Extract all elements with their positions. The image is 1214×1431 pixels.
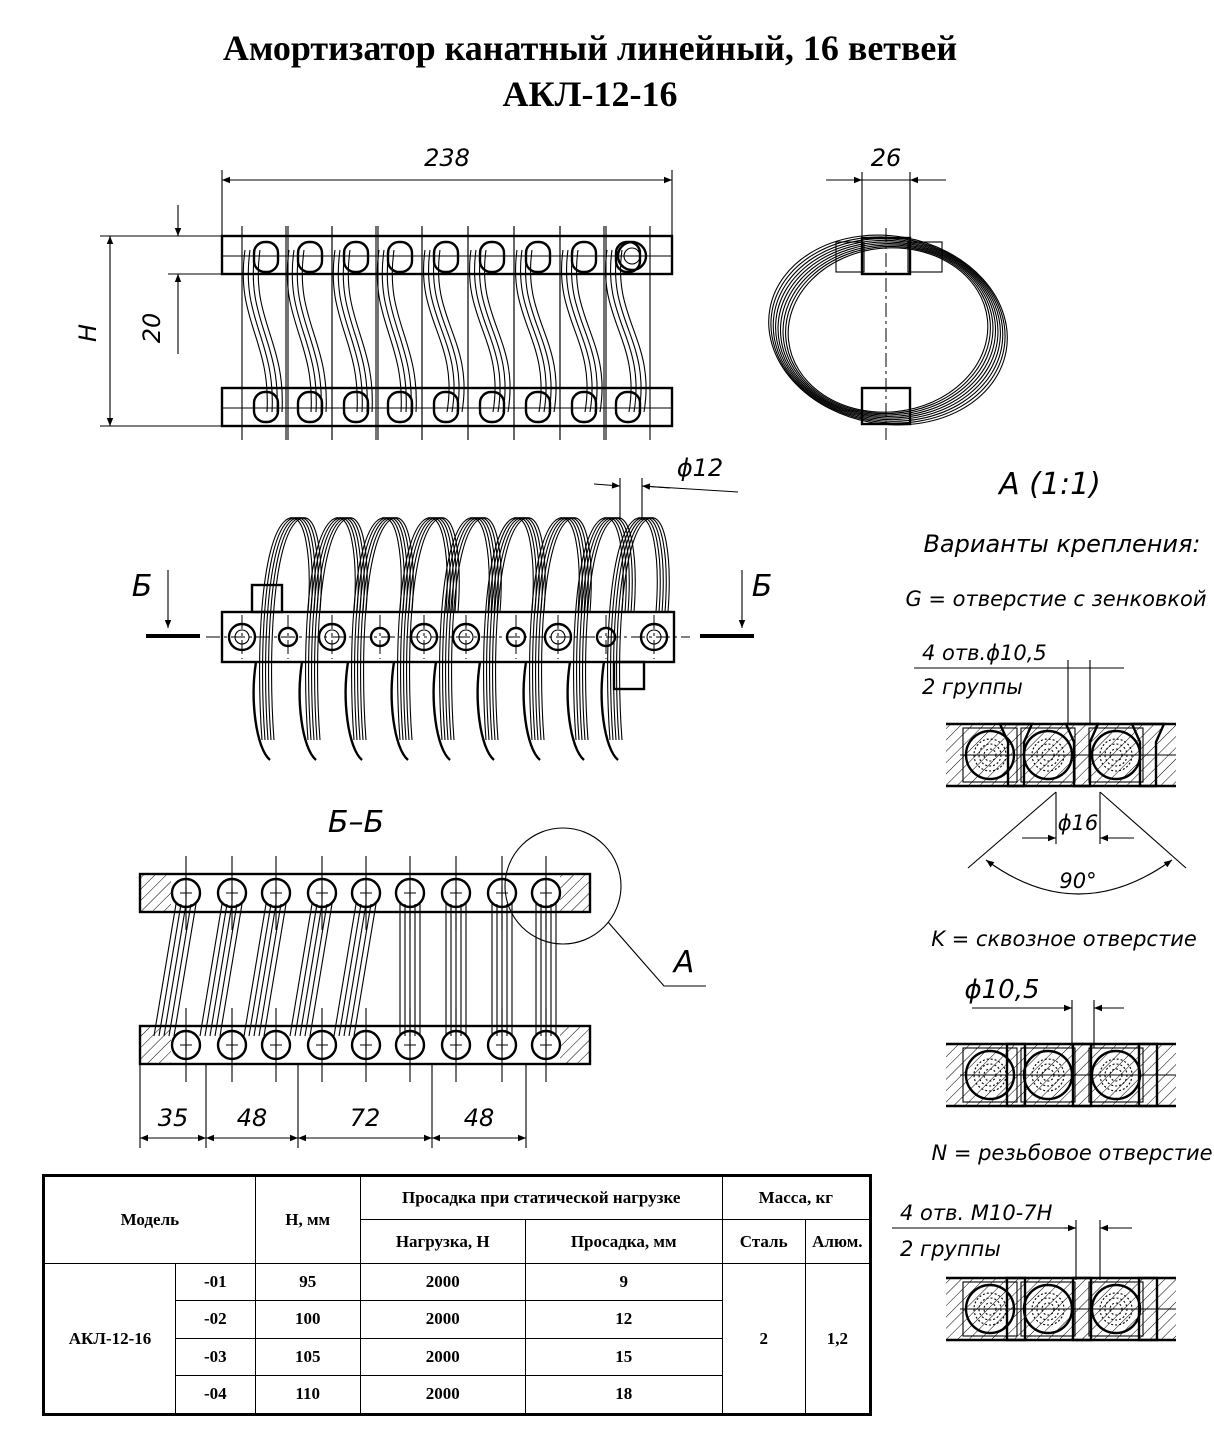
front-bottom-bar xyxy=(220,386,674,428)
table-row: -02 100 2000 12 xyxy=(44,1300,871,1339)
load-cell: 2000 xyxy=(359,1337,526,1376)
mass-alu-cell: 1,2 xyxy=(804,1263,872,1415)
drawing-model-code: АКЛ-12-16 xyxy=(502,74,678,114)
section-mark-right: Б xyxy=(752,569,773,604)
dim-width: 26 xyxy=(871,144,902,172)
detail-subtitle: Варианты крепления: xyxy=(923,530,1200,558)
section-dimensions: 35 48 72 48 xyxy=(139,1064,527,1148)
variant-g-caption: G = отверстие с зенковкой xyxy=(905,587,1206,611)
variant-g-holes: 4 отв.ϕ10,5 xyxy=(922,641,1047,665)
h-cell: 110 xyxy=(254,1374,361,1416)
section-dim-label: 72 xyxy=(350,1104,381,1132)
dim-overall-length: 238 xyxy=(424,144,470,172)
variant-k-plate xyxy=(946,1042,1176,1108)
table-row: -04 110 2000 18 xyxy=(44,1374,871,1416)
variant-g-groups: 2 группы xyxy=(922,675,1023,699)
sag-cell: 9 xyxy=(524,1262,723,1302)
suffix-cell: -02 xyxy=(175,1300,256,1339)
th-sag-group: Просадка при статической нагрузке xyxy=(359,1175,723,1220)
spec-table: Модель H, мм Просадка при статической на… xyxy=(42,1174,872,1416)
th-model: Модель xyxy=(43,1175,256,1264)
detail-callout-label: A xyxy=(672,945,695,980)
section-view: Б–Б A 35 48 72 48 xyxy=(138,805,706,1148)
mass-steel-cell: 2 xyxy=(721,1263,806,1415)
section-dim-label: 48 xyxy=(464,1104,495,1132)
section-dim-label: 48 xyxy=(237,1104,268,1132)
wire-rope-section-icon xyxy=(964,729,1016,781)
drawing-title: Амортизатор канатный линейный, 16 ветвей xyxy=(222,28,958,68)
dim-bar-height: 20 xyxy=(138,313,166,344)
model-name-cell: АКЛ-12-16 xyxy=(43,1263,176,1415)
h-cell: 100 xyxy=(254,1300,361,1339)
detail-view: A (1:1) Варианты крепления: G = отверсти… xyxy=(892,467,1213,1342)
th-sag: Просадка, мм xyxy=(524,1219,723,1264)
variant-g-plate xyxy=(946,722,1176,788)
detail-callout-circle xyxy=(504,827,622,945)
top-view-holes xyxy=(227,615,669,659)
front-top-bar xyxy=(220,234,674,276)
section-top-bar xyxy=(138,872,592,914)
th-alu: Алюм. xyxy=(804,1219,872,1264)
variant-k-caption: K = сквозное отверстие xyxy=(931,927,1197,951)
table-row: -03 105 2000 15 xyxy=(44,1337,871,1376)
detail-title: A (1:1) xyxy=(997,467,1101,502)
load-cell: 2000 xyxy=(359,1374,526,1416)
table-row: АКЛ-12-16 -01 95 2000 9 2 1,2 xyxy=(43,1262,872,1415)
suffix-cell: -03 xyxy=(175,1337,256,1376)
dim-cable-diameter: ϕ12 xyxy=(677,454,723,482)
screw-head-icon xyxy=(616,240,648,272)
variant-g-angle: 90° xyxy=(1059,869,1096,893)
wire-rope-section-icon xyxy=(964,1049,1016,1101)
side-view-cable-loops xyxy=(768,234,1008,426)
top-view: Б Б ϕ12 xyxy=(132,454,773,761)
side-view: 26 xyxy=(768,144,1008,440)
th-mass-group: Масса, кг xyxy=(721,1175,872,1220)
th-h: H, мм xyxy=(254,1175,361,1264)
th-steel: Сталь xyxy=(721,1219,806,1264)
front-view: 238 H 20 xyxy=(74,144,674,440)
variant-n-holes: 4 отв. M10-7H xyxy=(900,1201,1053,1225)
suffix-cell: -01 xyxy=(175,1262,256,1302)
section-bottom-bar xyxy=(138,1024,592,1066)
variant-k-hole-dim: ϕ10,5 xyxy=(964,975,1039,1005)
wire-rope-section-icon xyxy=(964,1283,1016,1335)
variant-n-plate xyxy=(946,1276,1176,1342)
section-label: Б–Б xyxy=(328,805,384,840)
dim-height-H: H xyxy=(74,324,102,342)
variant-n-groups: 2 группы xyxy=(900,1237,1001,1261)
section-dim-label: 35 xyxy=(158,1104,189,1132)
sag-cell: 12 xyxy=(524,1300,723,1339)
suffix-cell: -04 xyxy=(175,1374,256,1416)
load-cell: 2000 xyxy=(359,1300,526,1339)
load-cell: 2000 xyxy=(359,1262,526,1302)
section-cable-cells xyxy=(141,856,589,1082)
th-load: Нагрузка, Н xyxy=(359,1219,526,1264)
h-cell: 105 xyxy=(254,1337,361,1376)
section-strands xyxy=(153,903,557,1037)
section-mark-left: Б xyxy=(132,569,153,604)
variant-g-csk-dim: ϕ16 xyxy=(1058,811,1099,835)
h-cell: 95 xyxy=(254,1262,361,1302)
top-view-coils xyxy=(252,517,670,761)
sag-cell: 15 xyxy=(524,1337,723,1376)
sag-cell: 18 xyxy=(524,1374,723,1416)
variant-n-caption: N = резьбовое отверстие xyxy=(931,1141,1212,1165)
